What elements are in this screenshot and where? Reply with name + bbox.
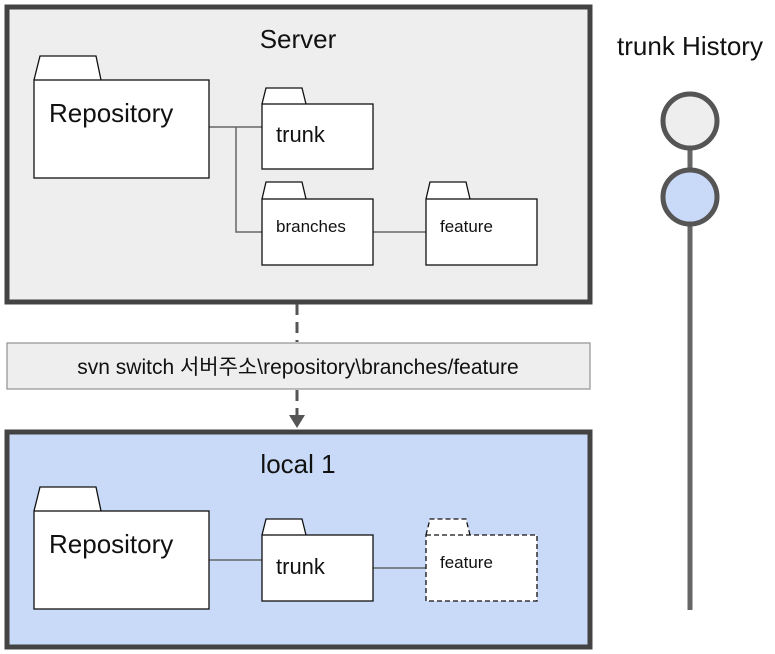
server-tree-connectors: [209, 126, 426, 233]
history-commit-2: [660, 167, 720, 227]
server-trunk-label: trunk: [276, 122, 326, 147]
server-repository-folder: Repository: [33, 55, 210, 179]
local-repository-folder: Repository: [33, 486, 210, 610]
server-feature-folder: feature: [425, 181, 538, 266]
command-text: svn switch 서버주소\repository\branches/feat…: [77, 356, 518, 379]
server-title: Server: [260, 24, 337, 54]
server-repository-label: Repository: [49, 98, 173, 128]
history-commit-1: [660, 91, 720, 151]
local-repository-label: Repository: [49, 529, 173, 559]
local-trunk-label: trunk: [276, 554, 326, 579]
local-trunk-folder: trunk: [261, 518, 374, 602]
server-trunk-folder: trunk: [261, 87, 374, 170]
local-title: local 1: [260, 449, 335, 479]
arrow-head: [289, 415, 305, 428]
local-feature-folder: feature: [425, 518, 538, 602]
server-feature-label: feature: [440, 217, 493, 236]
local-feature-label: feature: [440, 553, 493, 572]
history-title: trunk History: [617, 31, 763, 61]
server-branches-folder: branches: [261, 181, 374, 266]
server-branches-label: branches: [276, 217, 346, 236]
local-tree-connectors: [209, 559, 426, 569]
command-box: [6, 342, 591, 390]
